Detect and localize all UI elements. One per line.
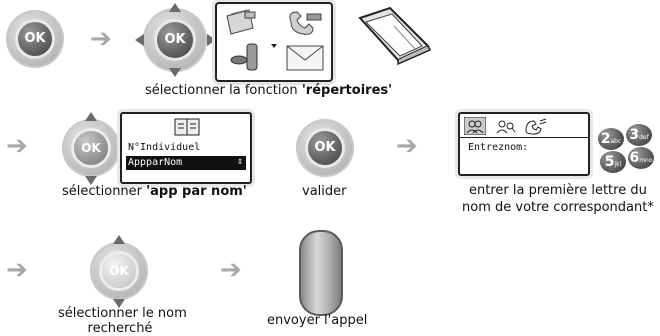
envelope-icon [286, 45, 324, 71]
user-search-icon [496, 120, 516, 134]
screen-tab-divider [460, 137, 588, 138]
key-5-letters: jkl [614, 161, 622, 168]
address-book-icon [226, 9, 256, 35]
menu-screen: N°Individuel AppparNom ⇕ [120, 112, 252, 184]
step4-caption: entrer la première lettre du nom de votr… [462, 182, 654, 216]
directory-icons-frame [215, 2, 333, 82]
menu-item-by-name-selected[interactable]: AppparNom ⇕ [126, 156, 246, 170]
step6-caption: envoyer l'appel [267, 313, 368, 328]
arrow-right-icon: ➔ [6, 131, 28, 161]
open-directory-book-icon [358, 6, 432, 66]
name-entry-screen: Entreznom: [458, 112, 590, 176]
ok-label: OK [164, 32, 186, 47]
step1-caption-bold: 'répertoires' [301, 83, 393, 98]
send-call-key[interactable] [299, 230, 343, 316]
phone-book-icon [525, 118, 547, 135]
step5-caption-line1: sélectionner le nom [58, 306, 187, 321]
nav-up-arrow-icon [169, 3, 181, 12]
key-3-digit: 3 [629, 127, 640, 143]
mobile-phone-icon [230, 43, 258, 71]
nav-up-arrow-icon [85, 112, 97, 121]
key-2-digit: 2 [600, 131, 611, 147]
scroll-updown-icon: ⇕ [236, 156, 243, 167]
arrow-right-icon: ➔ [6, 255, 28, 285]
ok-label: OK [314, 140, 336, 155]
nav-down-arrow-icon [85, 176, 97, 185]
key-6-digit: 6 [629, 150, 640, 166]
step3-caption: valider [302, 184, 347, 199]
step2-caption: sélectionner 'app par nom' [62, 184, 247, 199]
step5-caption-line2: recherché [87, 321, 153, 336]
directory-card-icon [174, 118, 200, 136]
nav-down-arrow-icon [169, 68, 181, 77]
arrow-right-icon: ➔ [90, 24, 112, 54]
arrow-right-icon: ➔ [220, 255, 242, 285]
ok-button[interactable]: OK [18, 22, 52, 56]
users-selected-icon [464, 117, 486, 135]
key-6-letters: mno [639, 157, 653, 164]
nav-left-arrow-icon [135, 34, 144, 46]
step1-caption: sélectionner la fonction 'répertoires' [145, 83, 392, 98]
directory-icons-svg [226, 9, 324, 71]
step4-caption-line2: nom de votre correspondant* [462, 200, 654, 215]
handset-icon [289, 11, 322, 35]
step2-caption-bold: 'app par nom' [146, 184, 247, 199]
key-2[interactable]: 2abc [598, 128, 624, 150]
nav-right-arrow-icon [207, 34, 216, 46]
key-5[interactable]: 5jkl [600, 151, 626, 173]
nav-up-arrow-icon [113, 235, 125, 244]
ok-button[interactable]: OK [102, 254, 136, 288]
key-2-letters: abc [610, 138, 622, 145]
menu-item-individual[interactable]: N°Individuel [128, 142, 201, 153]
key-6[interactable]: 6mno [628, 147, 654, 169]
nav-down-arrow-icon [113, 299, 125, 308]
ok-label: OK [81, 141, 101, 155]
step4-caption-line1: entrer la première lettre du [469, 183, 647, 198]
ok-button[interactable]: OK [74, 131, 108, 165]
key-3-letters: def [639, 134, 649, 141]
ok-button[interactable]: OK [308, 131, 342, 165]
ok-label: OK [109, 264, 129, 278]
key-3[interactable]: 3def [626, 124, 652, 146]
ok-button[interactable]: OK [157, 22, 193, 58]
arrow-right-icon: ➔ [396, 131, 418, 161]
step2-caption-text: sélectionner [62, 184, 147, 199]
ok-label: OK [24, 31, 46, 46]
name-entry-prompt[interactable]: Entreznom: [468, 142, 529, 153]
step5-caption: sélectionner le nom recherché [58, 306, 187, 336]
menu-item-by-name-label: AppparNom [128, 157, 183, 168]
key-5-digit: 5 [604, 154, 615, 170]
step1-caption-text: sélectionner la fonction [145, 83, 302, 98]
